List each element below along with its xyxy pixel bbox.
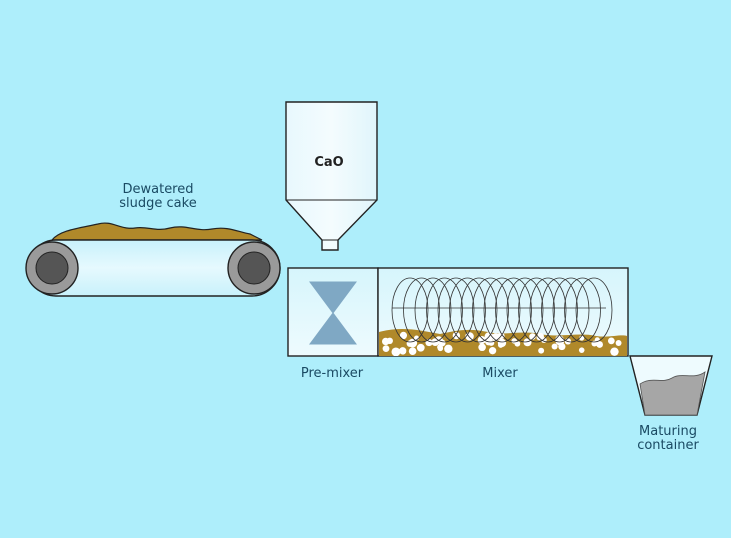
screw-coil: [472, 277, 509, 343]
maturing-container: [629, 355, 713, 416]
screw-coil: [495, 277, 532, 343]
screw-coil: [529, 277, 567, 343]
lime-particle: [511, 338, 518, 344]
lime-particle: [381, 337, 390, 346]
screw-coil: [518, 277, 555, 343]
lime-hopper: [285, 101, 378, 251]
screw-coil: [564, 277, 601, 343]
screw-coil: [414, 277, 452, 343]
lime-particle: [406, 340, 414, 347]
pre-mixer-hourglass-icon: [309, 281, 357, 345]
maturing-label-line1: Maturing: [639, 424, 697, 439]
screw-coil: [449, 277, 486, 343]
sludge-label-line1: Dewatered: [122, 182, 194, 197]
maturing-label-line2: container: [637, 438, 699, 453]
lime-particle: [444, 344, 453, 354]
screw-coil: [426, 277, 463, 343]
mixer-screw-coils: [391, 277, 613, 343]
lime-particle: [596, 341, 603, 348]
lime-particle: [607, 337, 615, 345]
left-roller-hub: [35, 251, 69, 285]
lime-label: CaO: [314, 155, 344, 170]
lime-particle: [478, 343, 486, 352]
lime-particle: [416, 343, 425, 352]
screw-coil: [460, 277, 498, 343]
screw-coil: [483, 277, 521, 343]
lime-particle: [382, 345, 390, 353]
pre-mixer-unit: [287, 267, 379, 357]
screw-coil: [391, 277, 429, 343]
lime-particle: [579, 335, 585, 341]
lime-particle: [615, 340, 622, 346]
mixer-unit: [377, 267, 629, 357]
matured-product: [639, 371, 706, 416]
sludge-cake-layer: [50, 222, 263, 241]
hopper-body: [285, 101, 378, 251]
mixer-label: Mixer: [482, 366, 518, 381]
sludge-label-line2: sludge cake: [119, 196, 197, 211]
screw-coil: [541, 277, 578, 343]
lime-particle: [555, 336, 565, 346]
lime-particle: [408, 347, 417, 356]
lime-particle: [488, 347, 497, 355]
lime-particle: [578, 347, 585, 353]
lime-particle: [523, 338, 532, 347]
pre-mixer-label: Pre-mixer: [300, 366, 364, 381]
screw-coil: [506, 277, 544, 343]
conveyor-belt: [25, 222, 281, 297]
lime-particle: [497, 338, 507, 348]
screw-coil: [403, 277, 440, 343]
screw-coil: [552, 277, 590, 343]
sludge-cake-label: Dewatered sludge cake: [108, 183, 208, 211]
right-roller-hub: [237, 251, 271, 285]
screw-coil: [575, 277, 613, 343]
lime-particle: [399, 348, 406, 355]
lime-particle: [610, 347, 619, 356]
lime-particle: [391, 347, 401, 356]
lime-particle: [437, 345, 444, 352]
maturing-container-label: Maturing container: [626, 425, 710, 453]
lime-particle: [538, 347, 545, 354]
lime-particle: [551, 343, 558, 350]
lime-particle: [400, 333, 407, 340]
screw-coil: [437, 277, 475, 343]
